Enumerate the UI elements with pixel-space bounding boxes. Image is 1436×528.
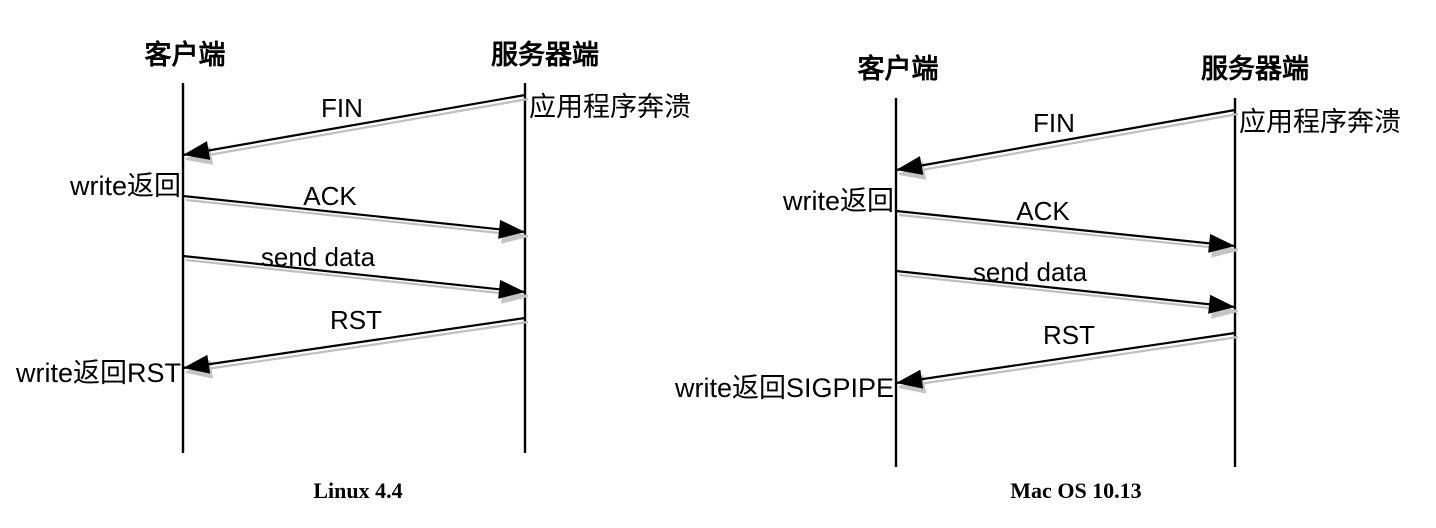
message-label-ack: ACK <box>303 181 357 211</box>
message-label-ack: ACK <box>1016 196 1070 226</box>
write-return-label: write返回 <box>69 171 181 201</box>
arrowhead <box>498 279 525 299</box>
write-return-label: write返回 <box>782 186 894 216</box>
diagram-caption-linux: Linux 4.4 <box>313 478 402 503</box>
server-crash-note: 应用程序奔溃 <box>1239 107 1401 137</box>
message-line-fin <box>895 108 1236 172</box>
arrowhead <box>183 354 211 374</box>
arrowhead <box>498 219 525 239</box>
diagram-caption-macos: Mac OS 10.13 <box>1010 478 1141 503</box>
message-line-shadow-ack <box>185 198 529 238</box>
message-label-send-data: send data <box>973 257 1088 287</box>
lifeline-header-server: 服务器端 <box>1201 54 1309 84</box>
write-return-sigpipe-label: write返回SIGPIPE <box>674 373 894 403</box>
message-line-ack <box>182 194 526 234</box>
message-line-fin <box>182 93 526 157</box>
message-label-rst: RST <box>1043 320 1095 350</box>
message-line-shadow-ack <box>898 213 1239 252</box>
message-label-send-data: send data <box>261 242 376 272</box>
message-line-rst <box>895 331 1236 385</box>
message-line-shadow-send-data <box>185 258 529 298</box>
arrowhead <box>896 369 924 389</box>
lifeline-header-client: 客户端 <box>145 39 226 70</box>
message-line-shadow-rst <box>898 335 1239 389</box>
message-line-shadow-rst <box>185 320 529 374</box>
message-line-shadow-fin <box>898 112 1239 176</box>
arrowhead <box>1208 233 1235 253</box>
message-line-send-data <box>895 269 1236 309</box>
lifeline-header-client: 客户端 <box>858 53 939 84</box>
write-return-rst-label: write返回RST <box>15 358 181 388</box>
arrowhead <box>183 141 211 160</box>
message-line-send-data <box>182 254 526 294</box>
message-label-rst: RST <box>330 305 382 335</box>
message-line-rst <box>182 316 526 370</box>
arrowhead <box>896 156 924 175</box>
lifeline-header-server: 服务器端 <box>491 40 599 70</box>
server-crash-note: 应用程序奔溃 <box>529 92 691 122</box>
message-line-shadow-send-data <box>898 273 1239 313</box>
message-label-fin: FIN <box>1033 108 1075 138</box>
message-label-fin: FIN <box>321 93 363 123</box>
arrowhead <box>1208 294 1235 314</box>
message-line-shadow-fin <box>185 97 529 161</box>
message-line-ack <box>895 209 1236 248</box>
